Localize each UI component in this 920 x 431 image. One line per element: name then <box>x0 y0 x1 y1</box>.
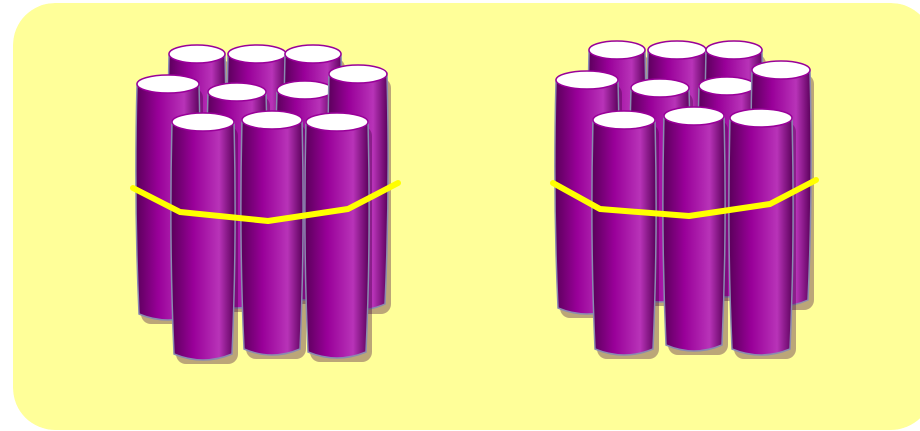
bundle-band <box>130 180 401 224</box>
cylinder-top <box>647 40 707 60</box>
cylinder-top <box>276 80 334 100</box>
cylinder-body <box>304 121 370 359</box>
cylinder-body <box>662 115 726 352</box>
cylinder-top <box>241 110 303 130</box>
cylinder <box>304 112 372 362</box>
cylinder-top <box>663 106 725 126</box>
cylinder <box>662 106 728 355</box>
cylinder <box>240 110 306 359</box>
cylinder-top <box>305 112 369 132</box>
cylinder-top <box>171 112 235 132</box>
cylinder-top <box>588 40 646 60</box>
cylinder-top <box>328 64 388 84</box>
bundle-band <box>550 177 819 219</box>
cylinder-body <box>728 117 794 356</box>
cylinder-top <box>227 44 287 64</box>
cylinder-top <box>207 82 267 102</box>
cylinder-top <box>729 108 793 128</box>
cylinder-top <box>592 110 656 130</box>
cylinder <box>728 108 796 359</box>
cylinder-body <box>170 121 236 361</box>
cylinder-top <box>136 74 200 94</box>
cylinder-top <box>284 44 342 64</box>
cylinder <box>591 110 659 359</box>
cylinder-top <box>705 40 763 60</box>
cylinder <box>170 112 238 364</box>
cylinder-body <box>591 119 657 356</box>
bundle-right <box>550 40 819 359</box>
cylinder-top <box>630 78 690 98</box>
bundle-left <box>130 44 401 364</box>
cylinder-top <box>751 60 811 80</box>
cylinder-body <box>240 119 304 356</box>
cylinder-top <box>168 44 226 64</box>
cylinder-top <box>555 70 619 90</box>
cylinder-top <box>698 76 756 96</box>
